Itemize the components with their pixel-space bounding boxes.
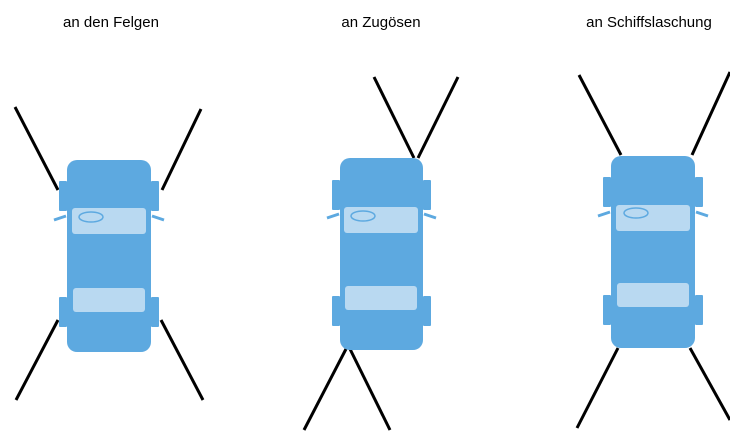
lashing-line	[372, 76, 416, 159]
car-tow-eyes-group	[302, 76, 460, 431]
lashing-line	[160, 108, 203, 191]
lashing-line	[690, 71, 730, 156]
car-rims-group	[13, 106, 205, 401]
car-icon	[53, 160, 165, 352]
lashing-line	[348, 348, 392, 431]
lashing-line	[577, 74, 623, 156]
lashing-line	[14, 319, 60, 401]
label-ship-lashing: an Schiffslaschung	[586, 14, 712, 31]
lashing-line	[159, 319, 205, 401]
car-icon	[326, 158, 437, 350]
car-ship-lashing-group	[575, 71, 730, 429]
lashing-line	[13, 106, 60, 191]
lashing-line	[302, 348, 348, 431]
lashing-line	[688, 347, 730, 421]
lashing-line	[575, 347, 620, 429]
label-rims: an den Felgen	[63, 14, 159, 31]
label-tow-eyes: an Zugösen	[341, 14, 421, 31]
lashing-line	[416, 76, 460, 159]
car-icon	[597, 156, 709, 348]
